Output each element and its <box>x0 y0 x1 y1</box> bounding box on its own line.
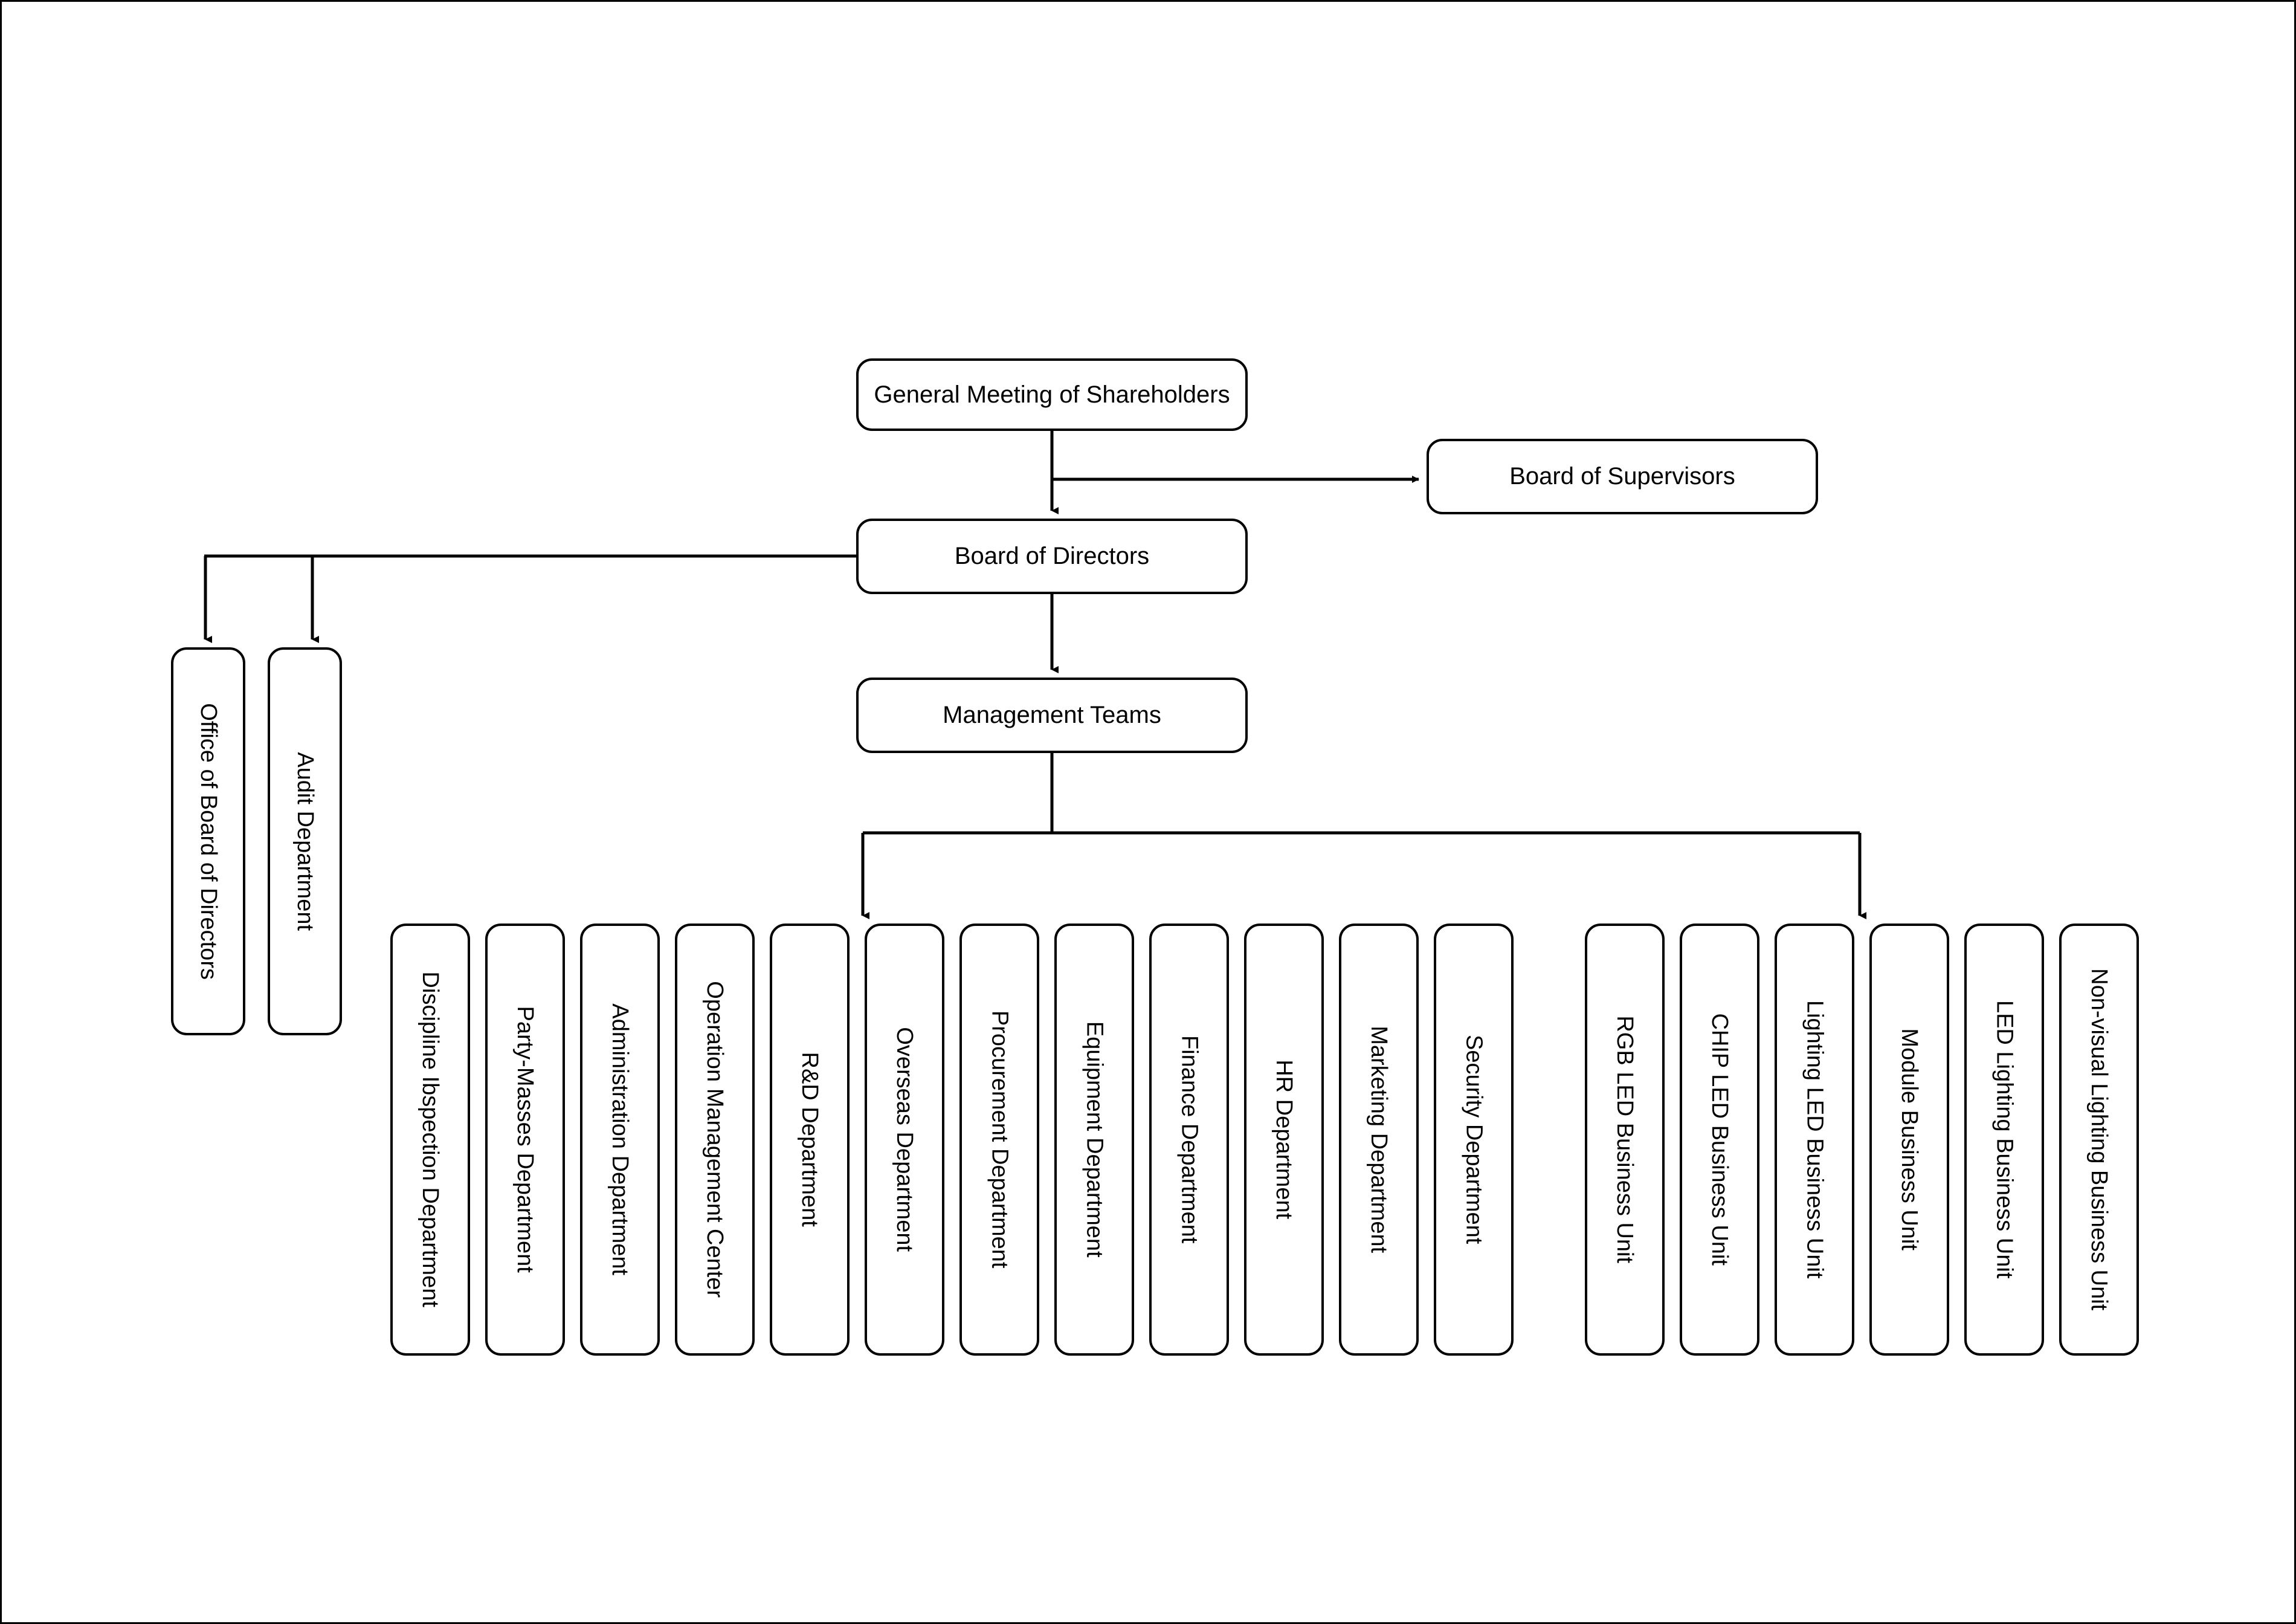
node-chip-led-business-unit[interactable]: CHIP LED Business Unit <box>1680 924 1759 1356</box>
node-label: RGB LED Business Unit <box>1612 1015 1638 1264</box>
node-rd-department[interactable]: R&D Department <box>770 924 850 1356</box>
node-label: Audit Department <box>292 752 318 931</box>
node-non-visual-lighting-business-unit[interactable]: Non-visual Lighting Business Unit <box>2059 924 2139 1356</box>
node-label: Security Department <box>1461 1035 1487 1244</box>
node-audit-department[interactable]: Audit Department <box>268 647 342 1035</box>
node-discipline-ibspection-department[interactable]: Discipline Ibspection Department <box>390 924 470 1356</box>
node-label: Operation Management Center <box>702 981 728 1298</box>
node-label: HR Department <box>1271 1059 1297 1220</box>
node-operation-management-center[interactable]: Operation Management Center <box>675 924 755 1356</box>
connector-directors-left-bus <box>204 554 856 643</box>
node-label: Overseas Department <box>892 1027 918 1252</box>
node-label: Management Teams <box>943 702 1161 729</box>
node-board-of-directors[interactable]: Board of Directors <box>856 519 1248 594</box>
node-label: Board of Directors <box>954 543 1150 570</box>
node-office-of-board-of-directors[interactable]: Office of Board of Directors <box>171 647 245 1035</box>
node-rgb-led-business-unit[interactable]: RGB LED Business Unit <box>1585 924 1665 1356</box>
node-label: Non-visual Lighting Business Unit <box>2086 968 2112 1311</box>
node-management-teams[interactable]: Management Teams <box>856 678 1248 753</box>
node-label: Finance Department <box>1176 1035 1202 1244</box>
node-board-of-supervisors[interactable]: Board of Supervisors <box>1427 439 1818 514</box>
node-security-department[interactable]: Security Department <box>1434 924 1514 1356</box>
node-label: Party-Masses Department <box>512 1006 538 1273</box>
node-general-meeting-of-shareholders[interactable]: General Meeting of Shareholders <box>856 358 1248 431</box>
node-equipment-department[interactable]: Equipment Department <box>1054 924 1134 1356</box>
node-label: Lighting LED Business Unit <box>1802 1000 1828 1279</box>
node-label: Discipline Ibspection Department <box>418 971 443 1308</box>
node-label: Procurement Department <box>987 1011 1013 1269</box>
node-overseas-department[interactable]: Overseas Department <box>865 924 944 1356</box>
node-module-business-unit[interactable]: Module Business Unit <box>1869 924 1949 1356</box>
node-hr-department[interactable]: HR Department <box>1244 924 1324 1356</box>
node-label: Marketing Department <box>1366 1026 1392 1254</box>
node-marketing-department[interactable]: Marketing Department <box>1339 924 1419 1356</box>
node-label: CHIP LED Business Unit <box>1707 1013 1733 1266</box>
node-administration-department[interactable]: Administration Department <box>580 924 660 1356</box>
node-label: Equipment Department <box>1082 1021 1108 1258</box>
node-lighting-led-business-unit[interactable]: Lighting LED Business Unit <box>1775 924 1854 1356</box>
node-label: Office of Board of Directors <box>195 703 221 980</box>
node-finance-department[interactable]: Finance Department <box>1149 924 1229 1356</box>
node-procurement-department[interactable]: Procurement Department <box>959 924 1039 1356</box>
node-label: Administration Department <box>607 1003 633 1276</box>
node-label: General Meeting of Shareholders <box>874 381 1230 408</box>
node-label: LED Lighting Business Unit <box>1991 1000 2017 1279</box>
node-label: Module Business Unit <box>1897 1028 1923 1251</box>
connector-management-to-children <box>861 753 1866 919</box>
node-label: R&D Department <box>797 1052 823 1228</box>
node-party-masses-department[interactable]: Party-Masses Department <box>485 924 565 1356</box>
node-led-lighting-business-unit[interactable]: LED Lighting Business Unit <box>1964 924 2044 1356</box>
node-label: Board of Supervisors <box>1509 463 1735 490</box>
